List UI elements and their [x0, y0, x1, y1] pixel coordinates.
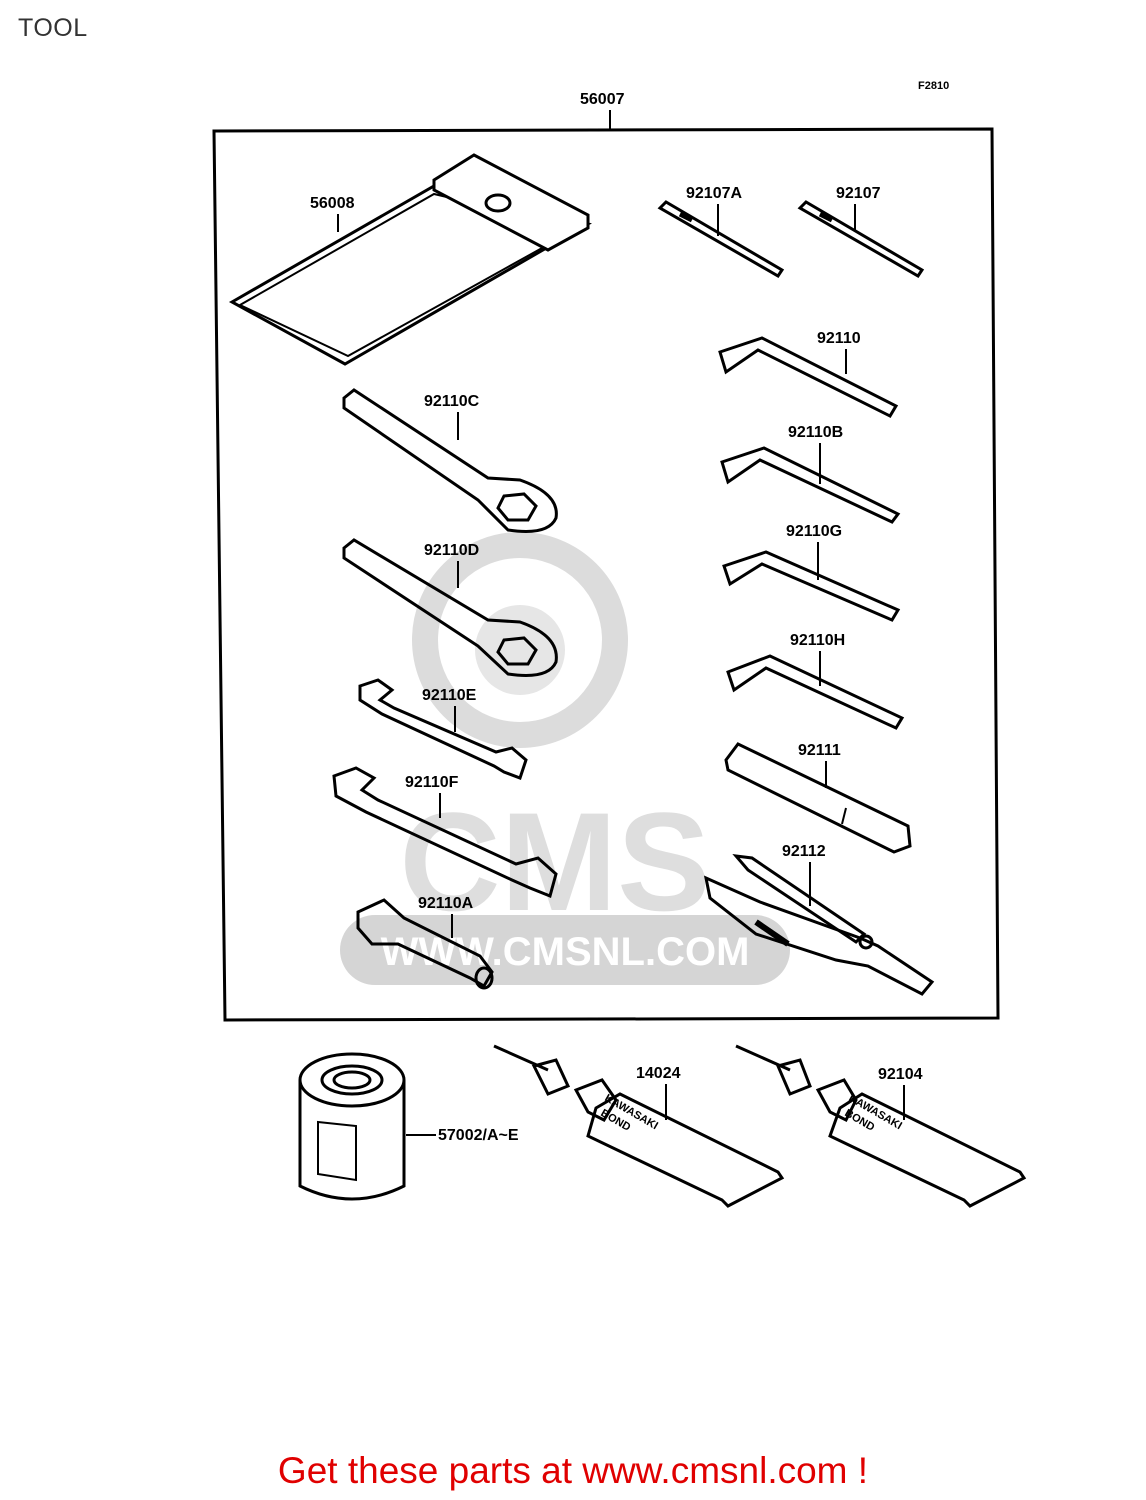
hex-key-92110 [718, 336, 899, 418]
label-hex-key-h: 92110H [790, 632, 845, 649]
label-open-wrench-f: 92110F [405, 774, 459, 791]
label-hex-key-b: 92110B [788, 424, 843, 441]
label-bond-tube-2: 92104 [878, 1066, 923, 1083]
label-handle: 92111 [798, 742, 841, 759]
label-tool-bag: 56008 [310, 195, 355, 212]
pliers-92112 [703, 854, 935, 996]
label-oil-filter: 57002/A~E [438, 1127, 519, 1144]
screwdriver-92107a [657, 200, 785, 279]
handle-92111 [724, 742, 912, 854]
kit-label: 56007 [580, 91, 625, 108]
screwdriver-92107 [797, 200, 925, 279]
oil-filter-57002 [298, 1052, 406, 1201]
open-wrench-92110f [332, 766, 558, 899]
label-open-wrench-e: 92110E [422, 687, 477, 704]
parts-diagram: CMS WWW.CMSNL.COM F2810 56007 56008 9210… [212, 80, 1027, 1208]
figure-code: F2810 [918, 80, 949, 92]
watermark-mascot-head [412, 532, 628, 748]
label-pliers: 92112 [782, 843, 826, 860]
label-screwdriver-a: 92107A [686, 185, 742, 202]
watermark-mascot-face [475, 605, 565, 695]
label-ring-wrench-d: 92110D [424, 542, 479, 559]
label-bond-tube-1: 14024 [636, 1065, 681, 1082]
hex-key-92110h [726, 654, 905, 730]
hex-key-92110b [720, 446, 901, 524]
label-spark-plug-wrench: 92110A [418, 895, 474, 912]
hex-key-92110g [722, 550, 901, 622]
watermark-url: WWW.CMSNL.COM [381, 930, 750, 974]
tool-bag [228, 153, 592, 366]
page-title: TOOL [18, 14, 88, 42]
footer-shop-link[interactable]: Get these parts at www.cmsnl.com ! [277, 1450, 869, 1491]
open-wrench-92110e [358, 678, 528, 780]
label-hex-key: 92110 [817, 330, 861, 347]
kit-box [212, 127, 1000, 1022]
spark-plug-wrench-92110a [356, 898, 494, 990]
label-ring-wrench-c: 92110C [424, 393, 480, 410]
label-screwdriver: 92107 [836, 185, 881, 202]
bond-tube-14024 [493, 1044, 785, 1208]
bond-tube-92104 [735, 1044, 1027, 1208]
label-hex-key-g: 92110G [786, 523, 842, 540]
ring-wrench-92110c [342, 388, 558, 533]
ring-wrench-92110d [342, 538, 558, 677]
watermark: CMS WWW.CMSNL.COM [340, 532, 790, 985]
watermark-logo: CMS [399, 783, 710, 940]
